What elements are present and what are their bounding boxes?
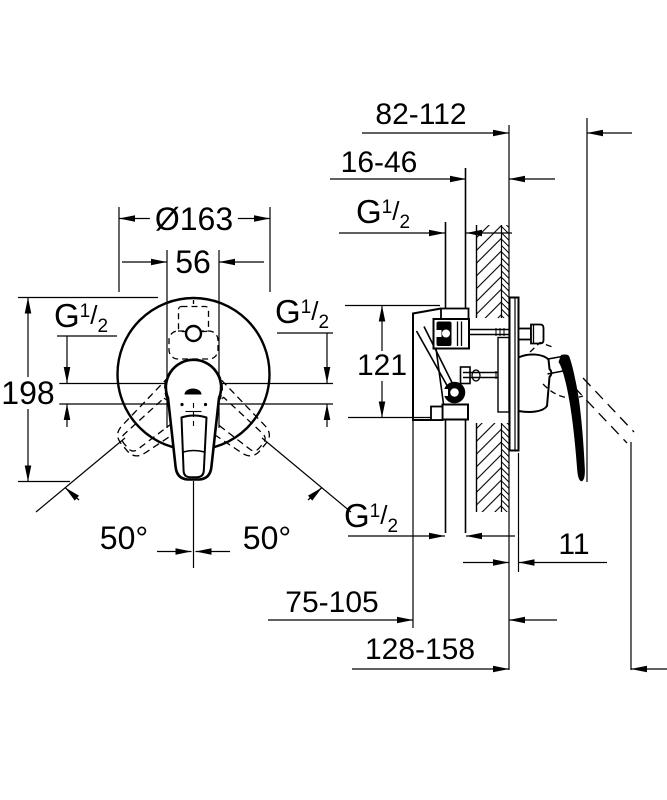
lever-handle-side [517, 341, 635, 482]
dim-body-height-label: 121 [351, 351, 413, 381]
thread-label-front-left: G1/2 [54, 297, 109, 337]
wall-sleeve [497, 336, 510, 413]
supply-pipe-top [440, 168, 470, 320]
valve-body [412, 307, 509, 421]
dim-installation-depth-label: 16-46 [340, 146, 418, 179]
dim-swing-angle-right-label: 50° [242, 520, 292, 556]
dim-handle-depth-label: 82-112 [375, 98, 467, 131]
side-view [268, 118, 667, 673]
thread-label-side-top: G1/2 [356, 193, 411, 233]
dim-body-width-label: 56 [170, 246, 216, 278]
thread-label-front-right: G1/2 [275, 293, 330, 333]
diverter-knob [184, 324, 203, 343]
wall-section [475, 225, 509, 512]
lever-handle-front [164, 358, 223, 481]
front-view [18, 207, 352, 568]
dim-plate-diameter-label: Ø163 [149, 203, 239, 235]
dim-swing-angle-left-label: 50° [99, 520, 149, 556]
thread-label-side-bottom: G1/2 [344, 497, 399, 537]
outlet-pipe-bottom [444, 420, 467, 533]
diverter-knob-side [517, 323, 545, 345]
dim-plate-offset-label: 11 [558, 528, 590, 561]
dim-overall-depth-label: 128-158 [364, 633, 476, 666]
dim-rough-in-depth-label: 75-105 [285, 586, 379, 619]
union-nut [443, 381, 466, 404]
dim-overall-height-label: 198 [0, 377, 60, 409]
escutcheon-side [508, 296, 520, 452]
